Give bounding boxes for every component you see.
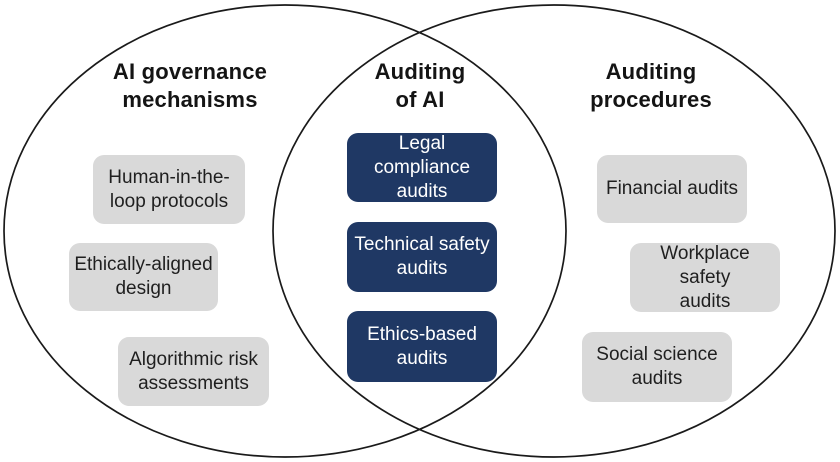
overlap-title: Auditing of AI bbox=[374, 59, 466, 112]
right-item-social-science-audits: Social science audits bbox=[582, 332, 732, 402]
overlap-item-technical-safety-audits: Technical safety audits bbox=[347, 222, 497, 292]
overlap-item-ethics-based-audits: Ethics-based audits bbox=[347, 311, 497, 382]
left-item-algorithmic-risk-assessments: Algorithmic risk assessments bbox=[118, 337, 269, 406]
left-circle-title: AI governance mechanisms bbox=[112, 59, 268, 112]
left-item-human-in-the-loop-protocols: Human-in-the- loop protocols bbox=[93, 155, 245, 224]
left-item-ethically-aligned-design: Ethically-aligned design bbox=[69, 243, 218, 311]
right-circle-title: Auditing procedures bbox=[590, 59, 712, 112]
right-item-financial-audits: Financial audits bbox=[597, 155, 747, 223]
overlap-item-legal-compliance-audits: Legal compliance audits bbox=[347, 133, 497, 202]
left-circle-outline bbox=[3, 4, 567, 458]
right-item-workplace-safety-audits: Workplace safety audits bbox=[630, 243, 780, 312]
right-circle-outline bbox=[272, 4, 836, 458]
